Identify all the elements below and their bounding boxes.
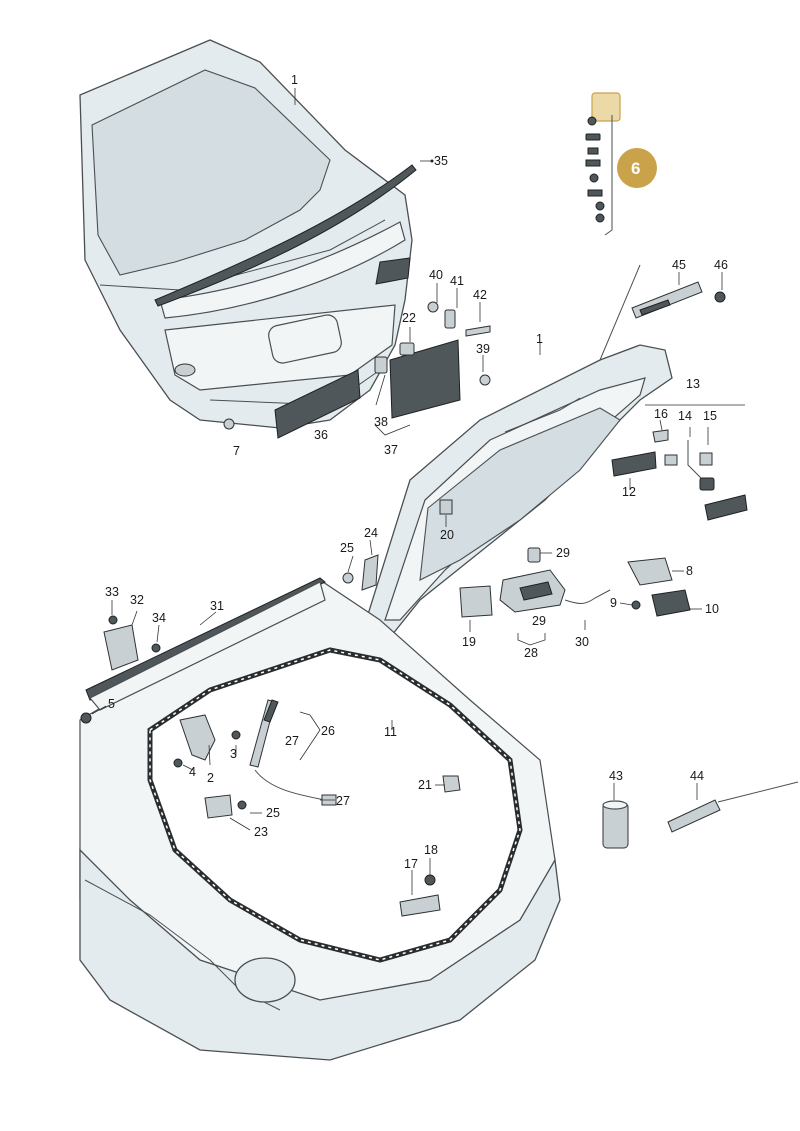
callout-45: 45: [672, 258, 686, 272]
adhesive-tube: [667, 799, 721, 833]
callout-44: 44: [690, 769, 704, 783]
fasteners-top: [399, 301, 491, 386]
callout-21: 21: [418, 778, 432, 792]
callout-29a: 29: [556, 546, 570, 560]
license-plate-parts: [223, 339, 461, 439]
callout-41: 41: [450, 274, 464, 288]
latch-parts: [439, 499, 691, 618]
callout-15: 15: [703, 409, 717, 423]
rear-car-view: [79, 39, 417, 429]
callout-32: 32: [130, 593, 144, 607]
plate-sealing-frame: [274, 369, 361, 439]
leader-lines: [91, 88, 745, 895]
callout-36: 36: [314, 428, 328, 442]
callout-16: 16: [654, 407, 668, 421]
callout-13: 13: [686, 377, 700, 391]
callout-26: 26: [321, 724, 335, 738]
callout-1b: 1: [536, 332, 543, 346]
tailgate-open: [359, 344, 673, 651]
callout-12: 12: [622, 485, 636, 499]
adhesive-can: [602, 802, 629, 849]
callout-9: 9: [610, 596, 617, 610]
trunk-opening: [79, 579, 561, 1061]
bolt-kit: [585, 92, 621, 236]
callout-2: 2: [207, 771, 214, 785]
callout-23: 23: [254, 825, 268, 839]
callout-19: 19: [462, 635, 476, 649]
callout-5: 5: [108, 697, 115, 711]
trunk-latch-striker: [399, 775, 461, 917]
callout-labels: 1 1 2 3 4 5 7 8 9 10 11 12 13 14 15 16 1…: [105, 73, 728, 871]
callout-8: 8: [686, 564, 693, 578]
callout-38: 38: [374, 415, 388, 429]
callout-4: 4: [189, 765, 196, 779]
callout-7: 7: [233, 444, 240, 458]
highlight-badge: [617, 148, 657, 188]
callout-43: 43: [609, 769, 623, 783]
callout-40: 40: [429, 268, 443, 282]
callout-29b: 29: [532, 614, 546, 628]
callout-24: 24: [364, 526, 378, 540]
highlight-badge-label: 6: [631, 159, 640, 178]
callout-37: 37: [384, 443, 398, 457]
callout-1a: 1: [291, 73, 298, 87]
callout-11: 11: [384, 725, 397, 739]
callout-20: 20: [440, 528, 454, 542]
callout-27a: 27: [285, 734, 299, 748]
callout-3: 3: [230, 747, 237, 761]
callout-25b: 25: [266, 806, 280, 820]
highlight-box: [591, 92, 621, 122]
callout-30: 30: [575, 635, 589, 649]
callout-31: 31: [210, 599, 224, 613]
hinge-parts: [342, 554, 379, 591]
callout-46: 46: [714, 258, 728, 272]
lower-hinge: [173, 714, 241, 768]
gas-strut-right: [599, 264, 726, 361]
callout-34: 34: [152, 611, 166, 625]
callout-14: 14: [678, 409, 692, 423]
callout-35: 35: [434, 154, 448, 168]
callout-18: 18: [424, 843, 438, 857]
callout-17: 17: [404, 857, 418, 871]
callout-10: 10: [705, 602, 719, 616]
rail-parts: [80, 577, 326, 724]
spoiler: [154, 164, 417, 307]
tailgate-handle-parts: [611, 429, 748, 521]
adhesive-parts: [602, 781, 799, 849]
callout-33: 33: [105, 585, 119, 599]
callout-42: 42: [473, 288, 487, 302]
callout-39: 39: [476, 342, 490, 356]
callout-22: 22: [402, 311, 416, 325]
plate-bracket: [389, 339, 461, 419]
callout-27b: 27: [336, 794, 350, 808]
callout-25a: 25: [340, 541, 354, 555]
callout-28: 28: [524, 646, 538, 660]
